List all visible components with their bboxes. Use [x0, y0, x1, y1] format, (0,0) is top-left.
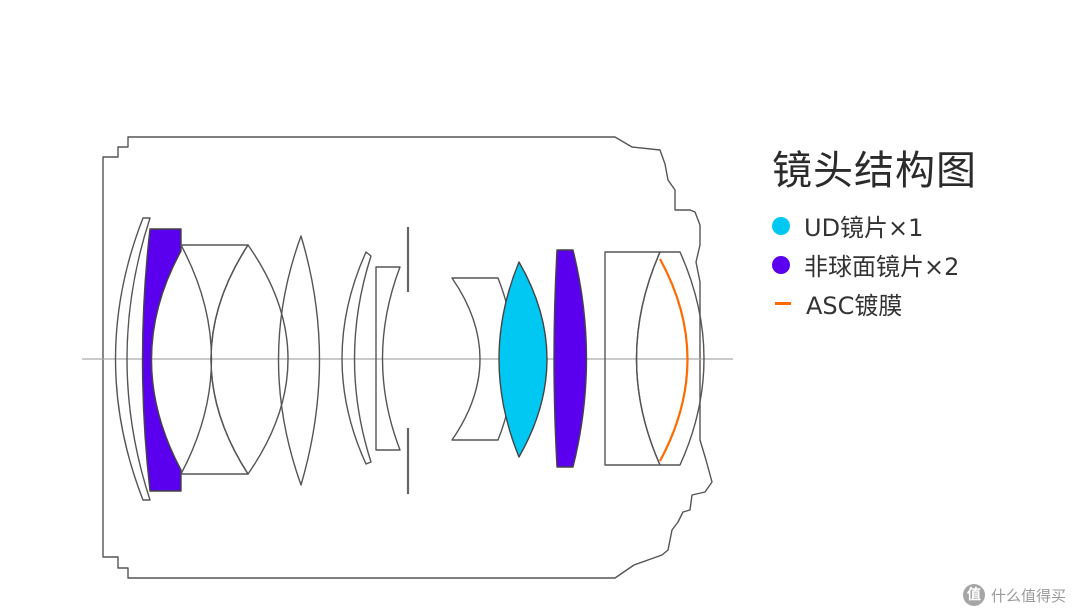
watermark: 值 什么值得买 [962, 584, 1066, 606]
lens-barrel-outline [102, 136, 713, 579]
rear-lens-element-2 [635, 251, 705, 466]
aspherical-lens-element-1 [141, 228, 182, 492]
legend: 镜头结构图 UD镜片×1 非球面镜片×2 ASC镀膜 [772, 138, 977, 323]
legend-label-asc: ASC镀膜 [806, 292, 903, 320]
legend-label-aspherical: 非球面镜片×2 [804, 253, 960, 281]
legend-swatch-ud-dot [772, 216, 790, 235]
watermark-logo-icon: 值 [962, 584, 985, 606]
legend-item-asc-coating: ASC镀膜 [772, 284, 977, 323]
asc-coating-surface [659, 258, 689, 462]
legend-label-ud: UD镜片×1 [804, 214, 924, 242]
legend-swatch-asc-line [775, 302, 791, 305]
watermark-text: 什么值得买 [990, 586, 1066, 605]
legend-item-ud-lens: UD镜片×1 [772, 206, 977, 245]
legend-title: 镜头结构图 [772, 148, 977, 194]
lens-element-1 [114, 217, 151, 501]
legend-swatch-aspherical-dot [772, 255, 790, 274]
ud-lens-element [498, 261, 548, 458]
lens-element-5 [277, 235, 321, 486]
lens-element-7 [375, 266, 401, 451]
lens-element-6 [341, 251, 372, 465]
lens-element-4 [210, 244, 289, 475]
legend-item-aspherical-lens: 非球面镜片×2 [772, 245, 977, 284]
aspherical-lens-element-2 [553, 249, 588, 468]
